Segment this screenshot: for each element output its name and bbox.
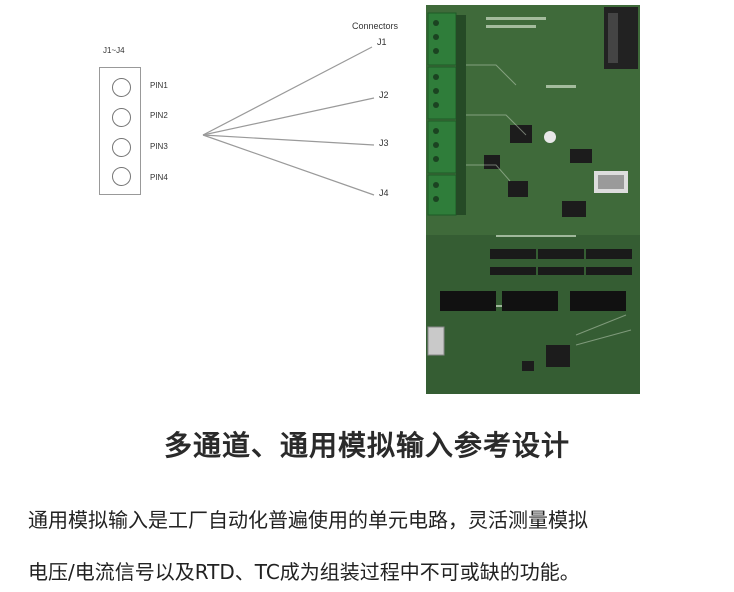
leader-line-j1: [202, 46, 373, 136]
jack-label-j4: J4: [379, 188, 389, 198]
connectors-title: Connectors: [352, 21, 399, 31]
component-rows: [490, 249, 632, 275]
leader-line-j2: [202, 97, 375, 136]
pin-hole-4: [112, 167, 131, 186]
jack-label-j1: J1: [377, 37, 387, 47]
connector-leader-lines: [202, 46, 375, 196]
pin-hole-2: [112, 108, 131, 127]
leader-line-j4: [202, 134, 375, 196]
logo-mark: [544, 131, 556, 143]
usb-port: [427, 326, 445, 356]
pin-hole-3: [112, 138, 131, 157]
pin-label-1: PIN1: [150, 81, 168, 90]
jack-label-j3: J3: [379, 138, 389, 148]
pin-header-diagram: [99, 67, 141, 195]
pin-label-2: PIN2: [150, 111, 168, 120]
pcb-board-image: [426, 5, 640, 394]
terminal-blocks: [427, 12, 466, 216]
jack-label-j2: J2: [379, 90, 389, 100]
pin-label-3: PIN3: [150, 142, 168, 151]
pin-label-4: PIN4: [150, 173, 168, 182]
page-heading: 多通道、通用模拟输入参考设计: [163, 429, 570, 462]
pin-header-title: J1~J4: [103, 46, 125, 55]
edge-connector-slot: [608, 13, 618, 63]
description-line-2: 电压/电流信号以及RTD、TC成为组装过程中不可或缺的功能。: [28, 560, 580, 584]
leader-line-j3: [202, 134, 375, 146]
description-line-1: 通用模拟输入是工厂自动化普遍使用的单元电路，灵活测量模拟: [28, 508, 588, 532]
pin-headers: [440, 291, 626, 311]
pin-hole-1: [112, 78, 131, 97]
reference-design-figure: J1~J4 PIN1 PIN2 PIN3 PIN4 Connectors J1 …: [99, 5, 640, 394]
pcb-traces: [466, 64, 632, 346]
